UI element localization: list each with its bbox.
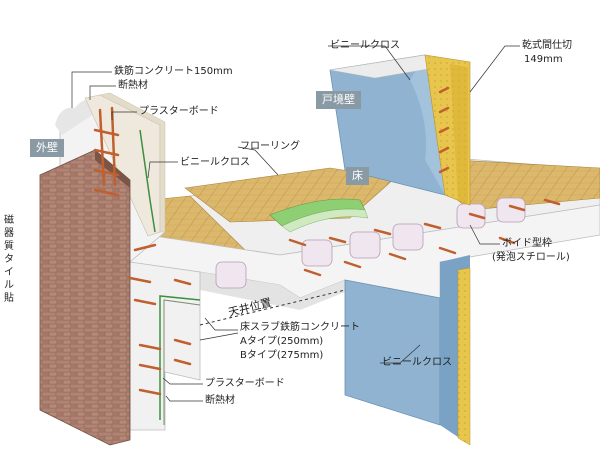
label-void-form-material: (発泡スチロール) <box>492 252 570 263</box>
tag-exterior-wall: 外壁 <box>30 139 64 157</box>
void-forms <box>215 197 526 289</box>
slab-rebars <box>288 198 561 277</box>
label-dry-partition: 乾式間仕切 <box>522 40 572 51</box>
label-insulation-bottom: 断熱材 <box>205 395 235 406</box>
label-rc-concrete: 鉄筋コンクリート150mm <box>114 66 233 77</box>
label-slab-type-b: Bタイプ(275mm) <box>240 350 324 361</box>
partition-lower <box>344 279 441 426</box>
partition-insulation-lower <box>457 267 471 446</box>
ceiling-line <box>199 289 346 326</box>
tag-floor: 床 <box>346 167 369 185</box>
label-plasterboard-bottom: プラスターボード <box>205 378 285 389</box>
label-vinyl-cloth-bottom: ビニールクロス <box>382 357 452 368</box>
label-slab-type-a: Aタイプ(250mm) <box>240 336 324 347</box>
label-insulation-top: 断熱材 <box>118 80 148 91</box>
leader-lines <box>71 45 520 402</box>
label-dry-partition-size: 149mm <box>524 54 563 65</box>
label-plasterboard-top: プラスターボード <box>139 106 219 117</box>
label-vinyl-cloth-left: ビニールクロス <box>180 157 250 168</box>
tag-boundary-wall: 戸境壁 <box>316 91 361 109</box>
label-flooring: フローリング <box>240 141 300 152</box>
label-tile: 磁器質タイル貼 <box>4 215 14 304</box>
label-vinyl-cloth-top: ビニールクロス <box>330 40 400 51</box>
exterior-rebars <box>93 106 192 396</box>
label-void-form: ボイド型枠 <box>502 238 552 249</box>
label-slab: 床スラブ鉄筋コンクリート <box>240 322 360 333</box>
